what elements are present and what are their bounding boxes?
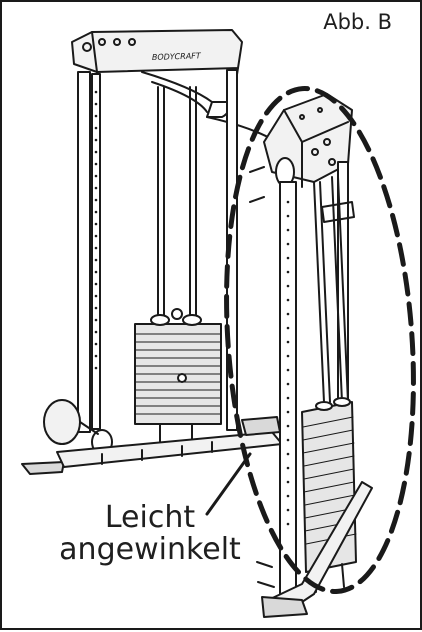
- rear-tower: [21, 29, 283, 475]
- highlight-ellipse: [224, 86, 416, 594]
- callout-text: Leicht angewinkelt: [50, 502, 250, 566]
- brand-logo: BODYCRAFT: [152, 51, 202, 62]
- callout-line-2: angewinkelt: [59, 532, 241, 567]
- front-tower: [249, 93, 373, 618]
- callout-line-1: Leicht: [104, 500, 196, 535]
- figure-label: Abb. B: [323, 10, 392, 34]
- callout-leader-line: [205, 452, 252, 516]
